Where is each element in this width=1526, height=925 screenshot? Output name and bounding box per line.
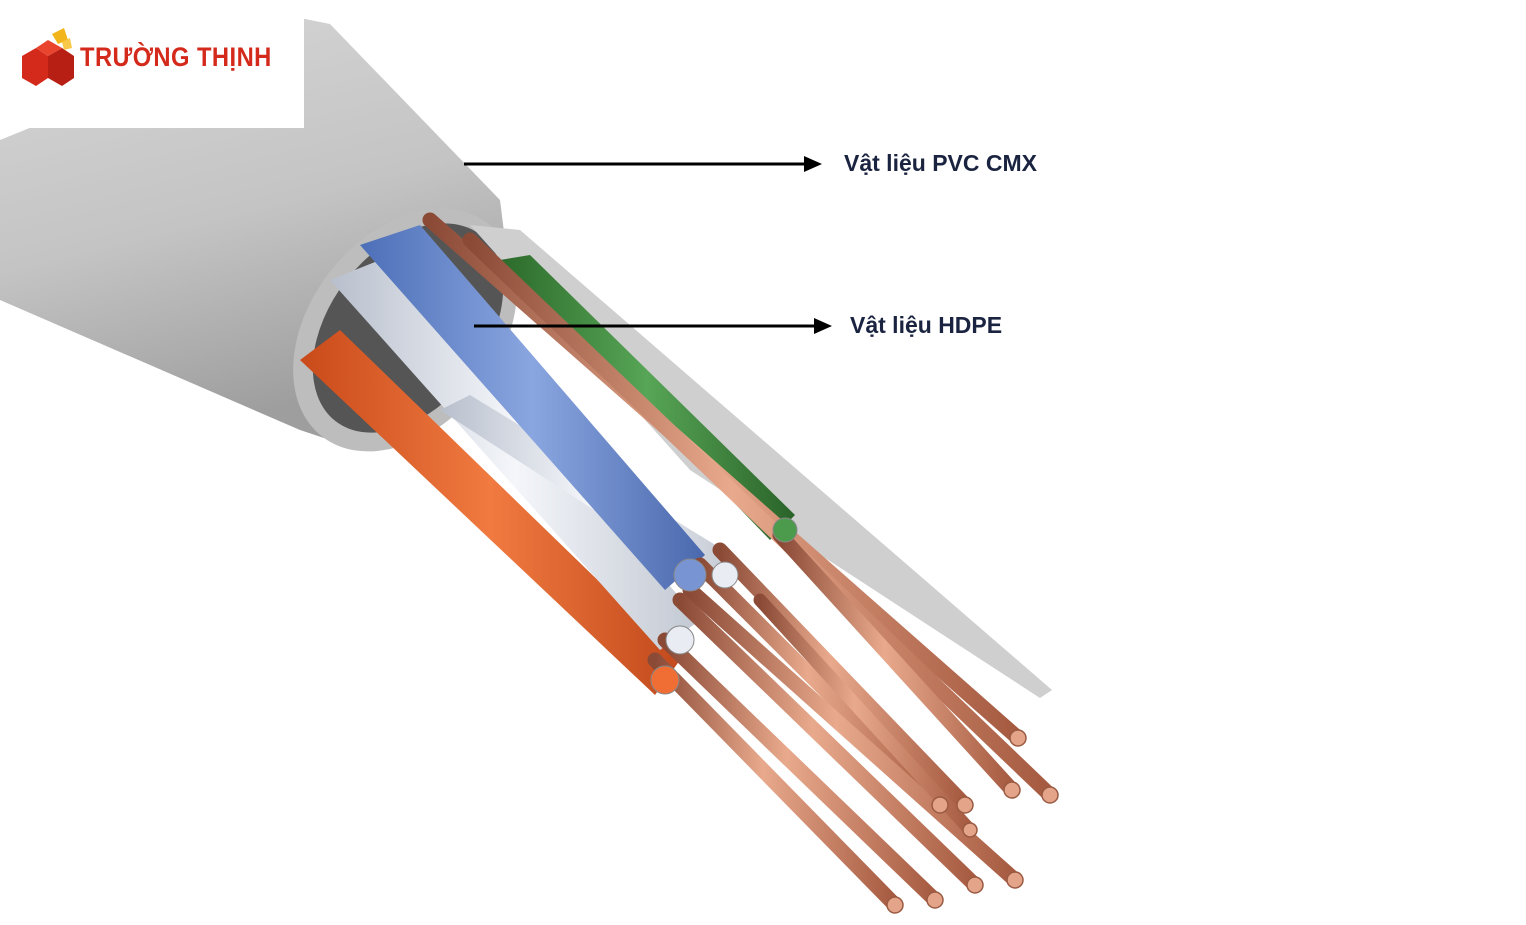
- insulation-material-label: Vật liệu HDPE: [850, 312, 1003, 338]
- orange-wire: [300, 330, 680, 695]
- brand-name: TRƯỜNG THỊNH: [80, 42, 272, 72]
- copper-strand-ends: [886, 729, 1059, 914]
- brand-logo: TRƯỜNG THỊNH: [0, 0, 304, 128]
- insulation-ends: [650, 517, 798, 695]
- brand-logo-icon: [22, 28, 74, 86]
- insulation-arrow: [474, 318, 832, 334]
- jacket-material-label: Vật liệu PVC CMX: [844, 150, 1037, 176]
- blue-wire: [360, 225, 705, 590]
- jacket-arrow: [464, 156, 822, 172]
- copper-strands: [422, 212, 1058, 913]
